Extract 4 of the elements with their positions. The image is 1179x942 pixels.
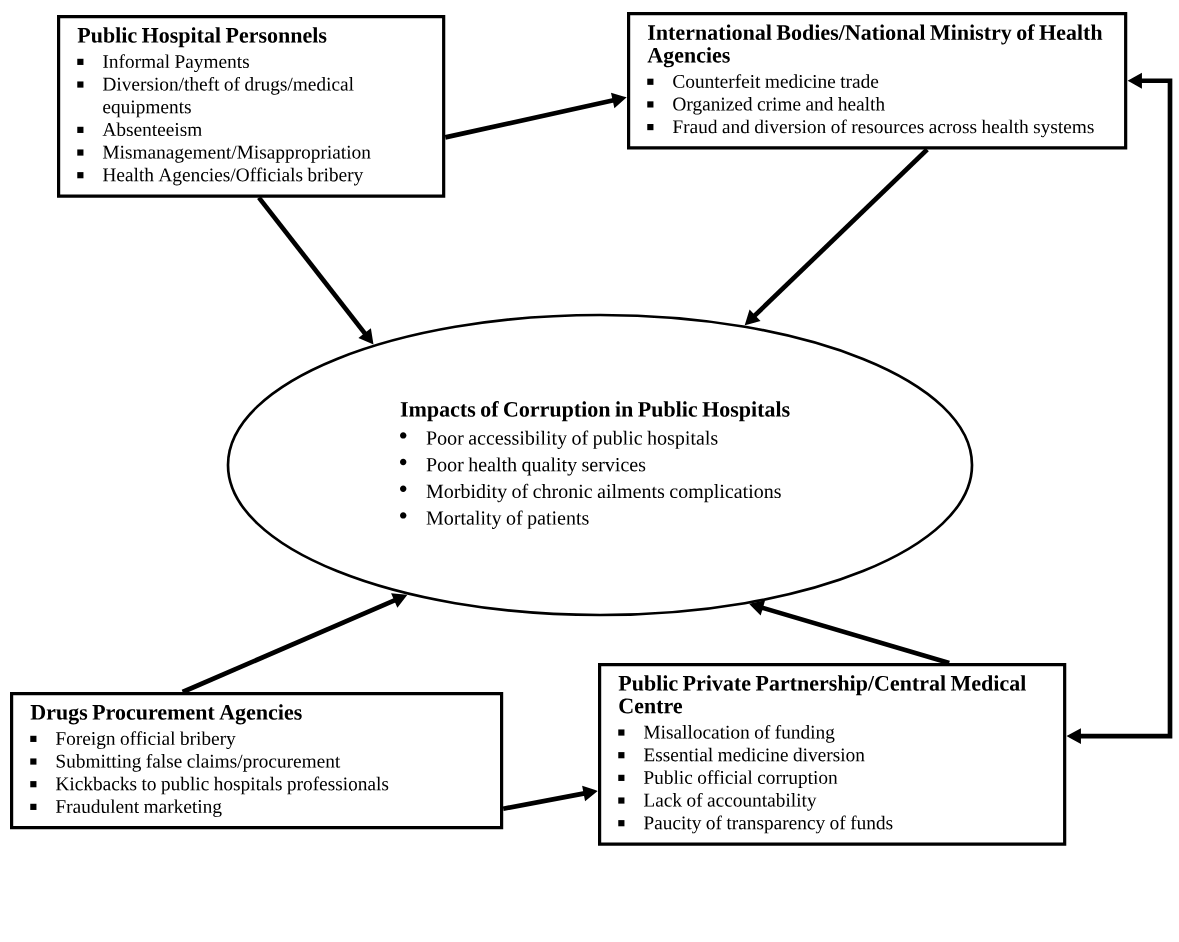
process-box: International Bodies/National Ministry of Health Agencies Counterfeit medicine trade Organized crime and health Fraud and diversion of resources across health systems	[627, 12, 1128, 150]
process-box: Public Hospital Personnels Informal Payments Diversion/theft of drugs/medical equipments Absenteeism Mismanagement/Misappropriation Health Agencies/Officials bribery	[57, 15, 446, 198]
process-box: Drugs Procurement Agencies Foreign official bribery Submitting false claims/procurement Kickbacks to public hospitals professionals Fraudulent marketing	[10, 692, 504, 830]
process-box: Public Private Partnership/Central Medical Centre Misallocation of funding Essential medicine diversion Public official corruption Lack of accountability Paucity of transparency of funds	[598, 663, 1067, 846]
